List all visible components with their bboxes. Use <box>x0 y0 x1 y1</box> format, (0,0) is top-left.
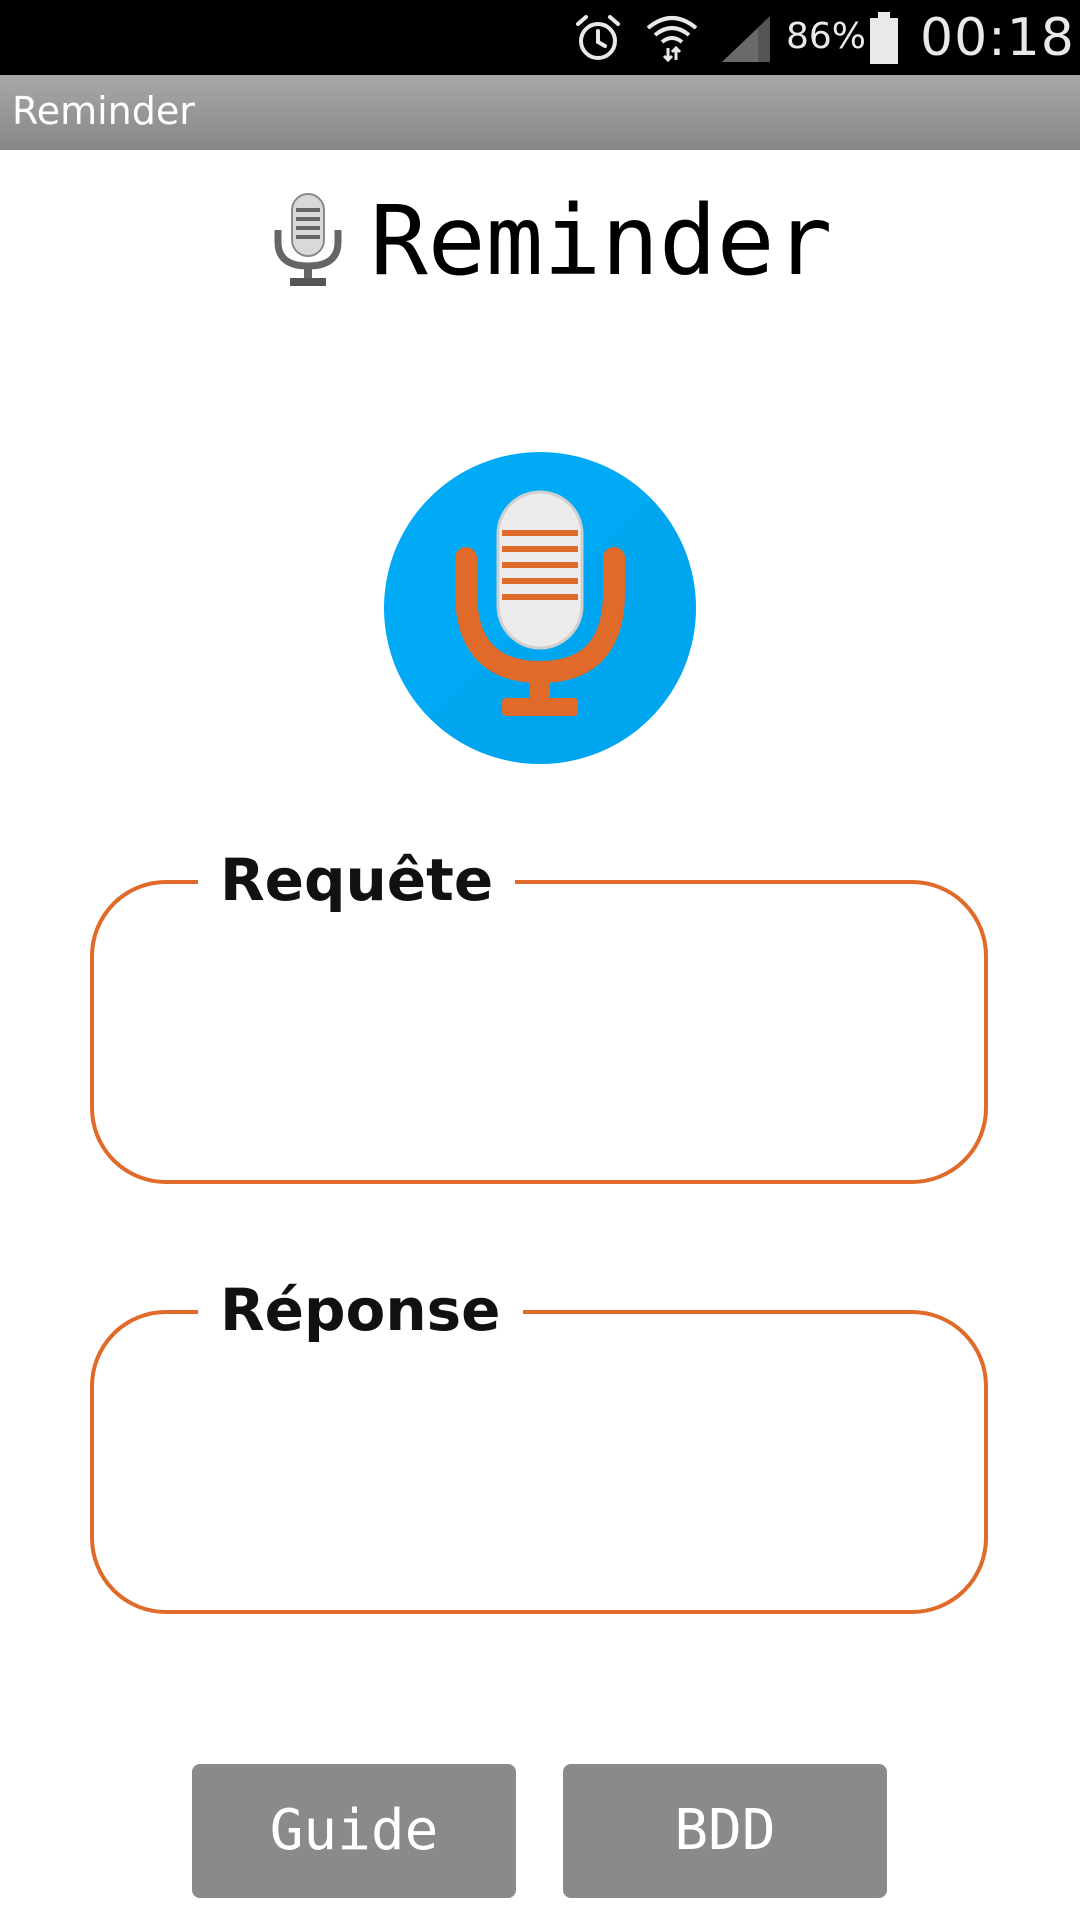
action-bar: Reminder <box>0 75 1080 150</box>
status-bar: 86% 00:18 <box>0 0 1080 75</box>
page-title: Reminder <box>370 185 833 297</box>
microphone-icon <box>274 193 342 286</box>
reponse-value <box>134 1364 944 1580</box>
record-button[interactable] <box>384 452 696 764</box>
reponse-field[interactable]: Réponse <box>90 1270 988 1614</box>
signal-icon <box>722 16 770 62</box>
battery-percent: 86% <box>786 16 867 57</box>
bdd-button[interactable]: BDD <box>563 1764 887 1898</box>
alarm-icon <box>576 15 620 60</box>
wifi-icon <box>646 16 698 63</box>
requete-value <box>134 934 944 1150</box>
status-time: 00:18 <box>920 8 1075 68</box>
guide-button[interactable]: Guide <box>192 1764 516 1898</box>
microphone-icon <box>384 452 696 764</box>
requete-label: Requête <box>198 840 516 920</box>
battery-icon <box>870 12 898 64</box>
app-title: Reminder <box>12 89 195 133</box>
requete-field[interactable]: Requête <box>90 840 988 1184</box>
reponse-label: Réponse <box>198 1270 523 1350</box>
